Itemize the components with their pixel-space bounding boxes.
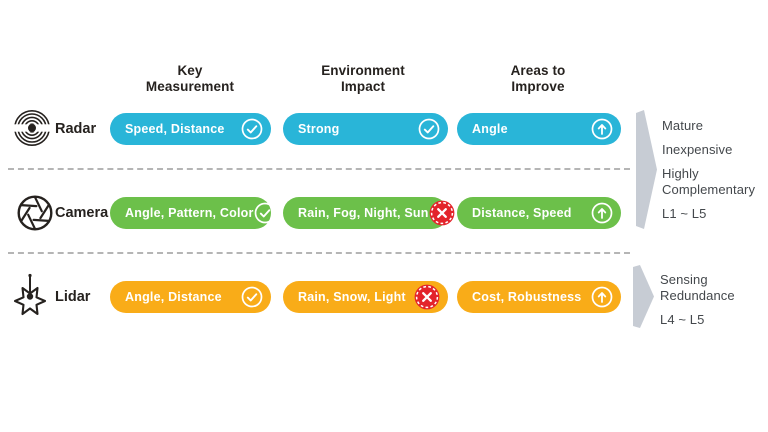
note-inexpensive: Inexpensive: [662, 142, 733, 157]
note-l4-l5: L4 ~ L5: [660, 312, 705, 327]
notes-radar-camera: Mature Inexpensive Highly Complementary …: [662, 118, 768, 230]
radar-icon: [13, 107, 51, 154]
pill-text: Cost, Robustness: [472, 290, 582, 304]
lidar-star-icon: [12, 272, 48, 325]
sensor-label-camera: Camera: [55, 205, 109, 221]
up-arrow-icon: [591, 118, 613, 140]
camera-aperture-icon: [16, 190, 54, 241]
cross-icon: [414, 284, 440, 310]
pill-lidar-areas-to-improve: Cost, Robustness: [457, 281, 621, 313]
column-header-environment-impact: Environment Impact: [321, 63, 405, 95]
notes-lidar: Sensing Redundance L4 ~ L5: [660, 272, 768, 336]
check-icon: [241, 286, 263, 308]
column-header-areas-to-improve: Areas to Improve: [510, 63, 566, 95]
check-icon: [254, 202, 276, 224]
up-arrow-icon: [591, 202, 613, 224]
note-l1-l5: L1 ~ L5: [662, 206, 707, 221]
note-sensing-redundance: Sensing Redundance: [660, 272, 735, 303]
check-icon: [241, 118, 263, 140]
row-lidar: Lidar Angle, Distance Rain, Snow, Light …: [0, 273, 768, 316]
pill-text: Distance, Speed: [472, 206, 572, 220]
note-mature: Mature: [662, 118, 704, 133]
brace-lidar: [633, 265, 654, 333]
brace-radar-camera: [636, 110, 657, 234]
pill-camera-areas-to-improve: Distance, Speed: [457, 197, 621, 229]
pill-text: Rain, Fog, Night, Sun: [298, 206, 429, 220]
pill-camera-environment-impact: Rain, Fog, Night, Sun: [283, 197, 454, 229]
row-radar: Radar Speed, Distance Strong Angle: [0, 109, 768, 147]
note-highly-complementary: Highly Complementary: [662, 166, 756, 197]
pill-radar-environment-impact: Strong: [283, 113, 448, 145]
dashed-divider: [8, 168, 630, 170]
row-camera: Camera Angle, Pattern, Color Rain, Fog, …: [0, 195, 768, 231]
pill-radar-key-measurement: Speed, Distance: [110, 113, 271, 145]
column-header-key-measurement: Key Measurement: [145, 63, 235, 95]
pill-text: Angle, Distance: [125, 290, 222, 304]
dashed-divider: [8, 252, 630, 254]
pill-radar-areas-to-improve: Angle: [457, 113, 621, 145]
pill-text: Strong: [298, 122, 340, 136]
pill-text: Rain, Snow, Light: [298, 290, 406, 304]
pill-lidar-key-measurement: Angle, Distance: [110, 281, 271, 313]
sensor-label-radar: Radar: [55, 121, 97, 137]
sensor-label-lidar: Lidar: [55, 289, 91, 305]
pill-text: Angle: [472, 122, 508, 136]
pill-text: Speed, Distance: [125, 122, 225, 136]
pill-text: Angle, Pattern, Color: [125, 206, 254, 220]
pill-camera-key-measurement: Angle, Pattern, Color: [110, 197, 275, 229]
check-icon: [418, 118, 440, 140]
pill-lidar-environment-impact: Rain, Snow, Light: [283, 281, 448, 313]
up-arrow-icon: [591, 286, 613, 308]
cross-icon: [429, 200, 455, 226]
